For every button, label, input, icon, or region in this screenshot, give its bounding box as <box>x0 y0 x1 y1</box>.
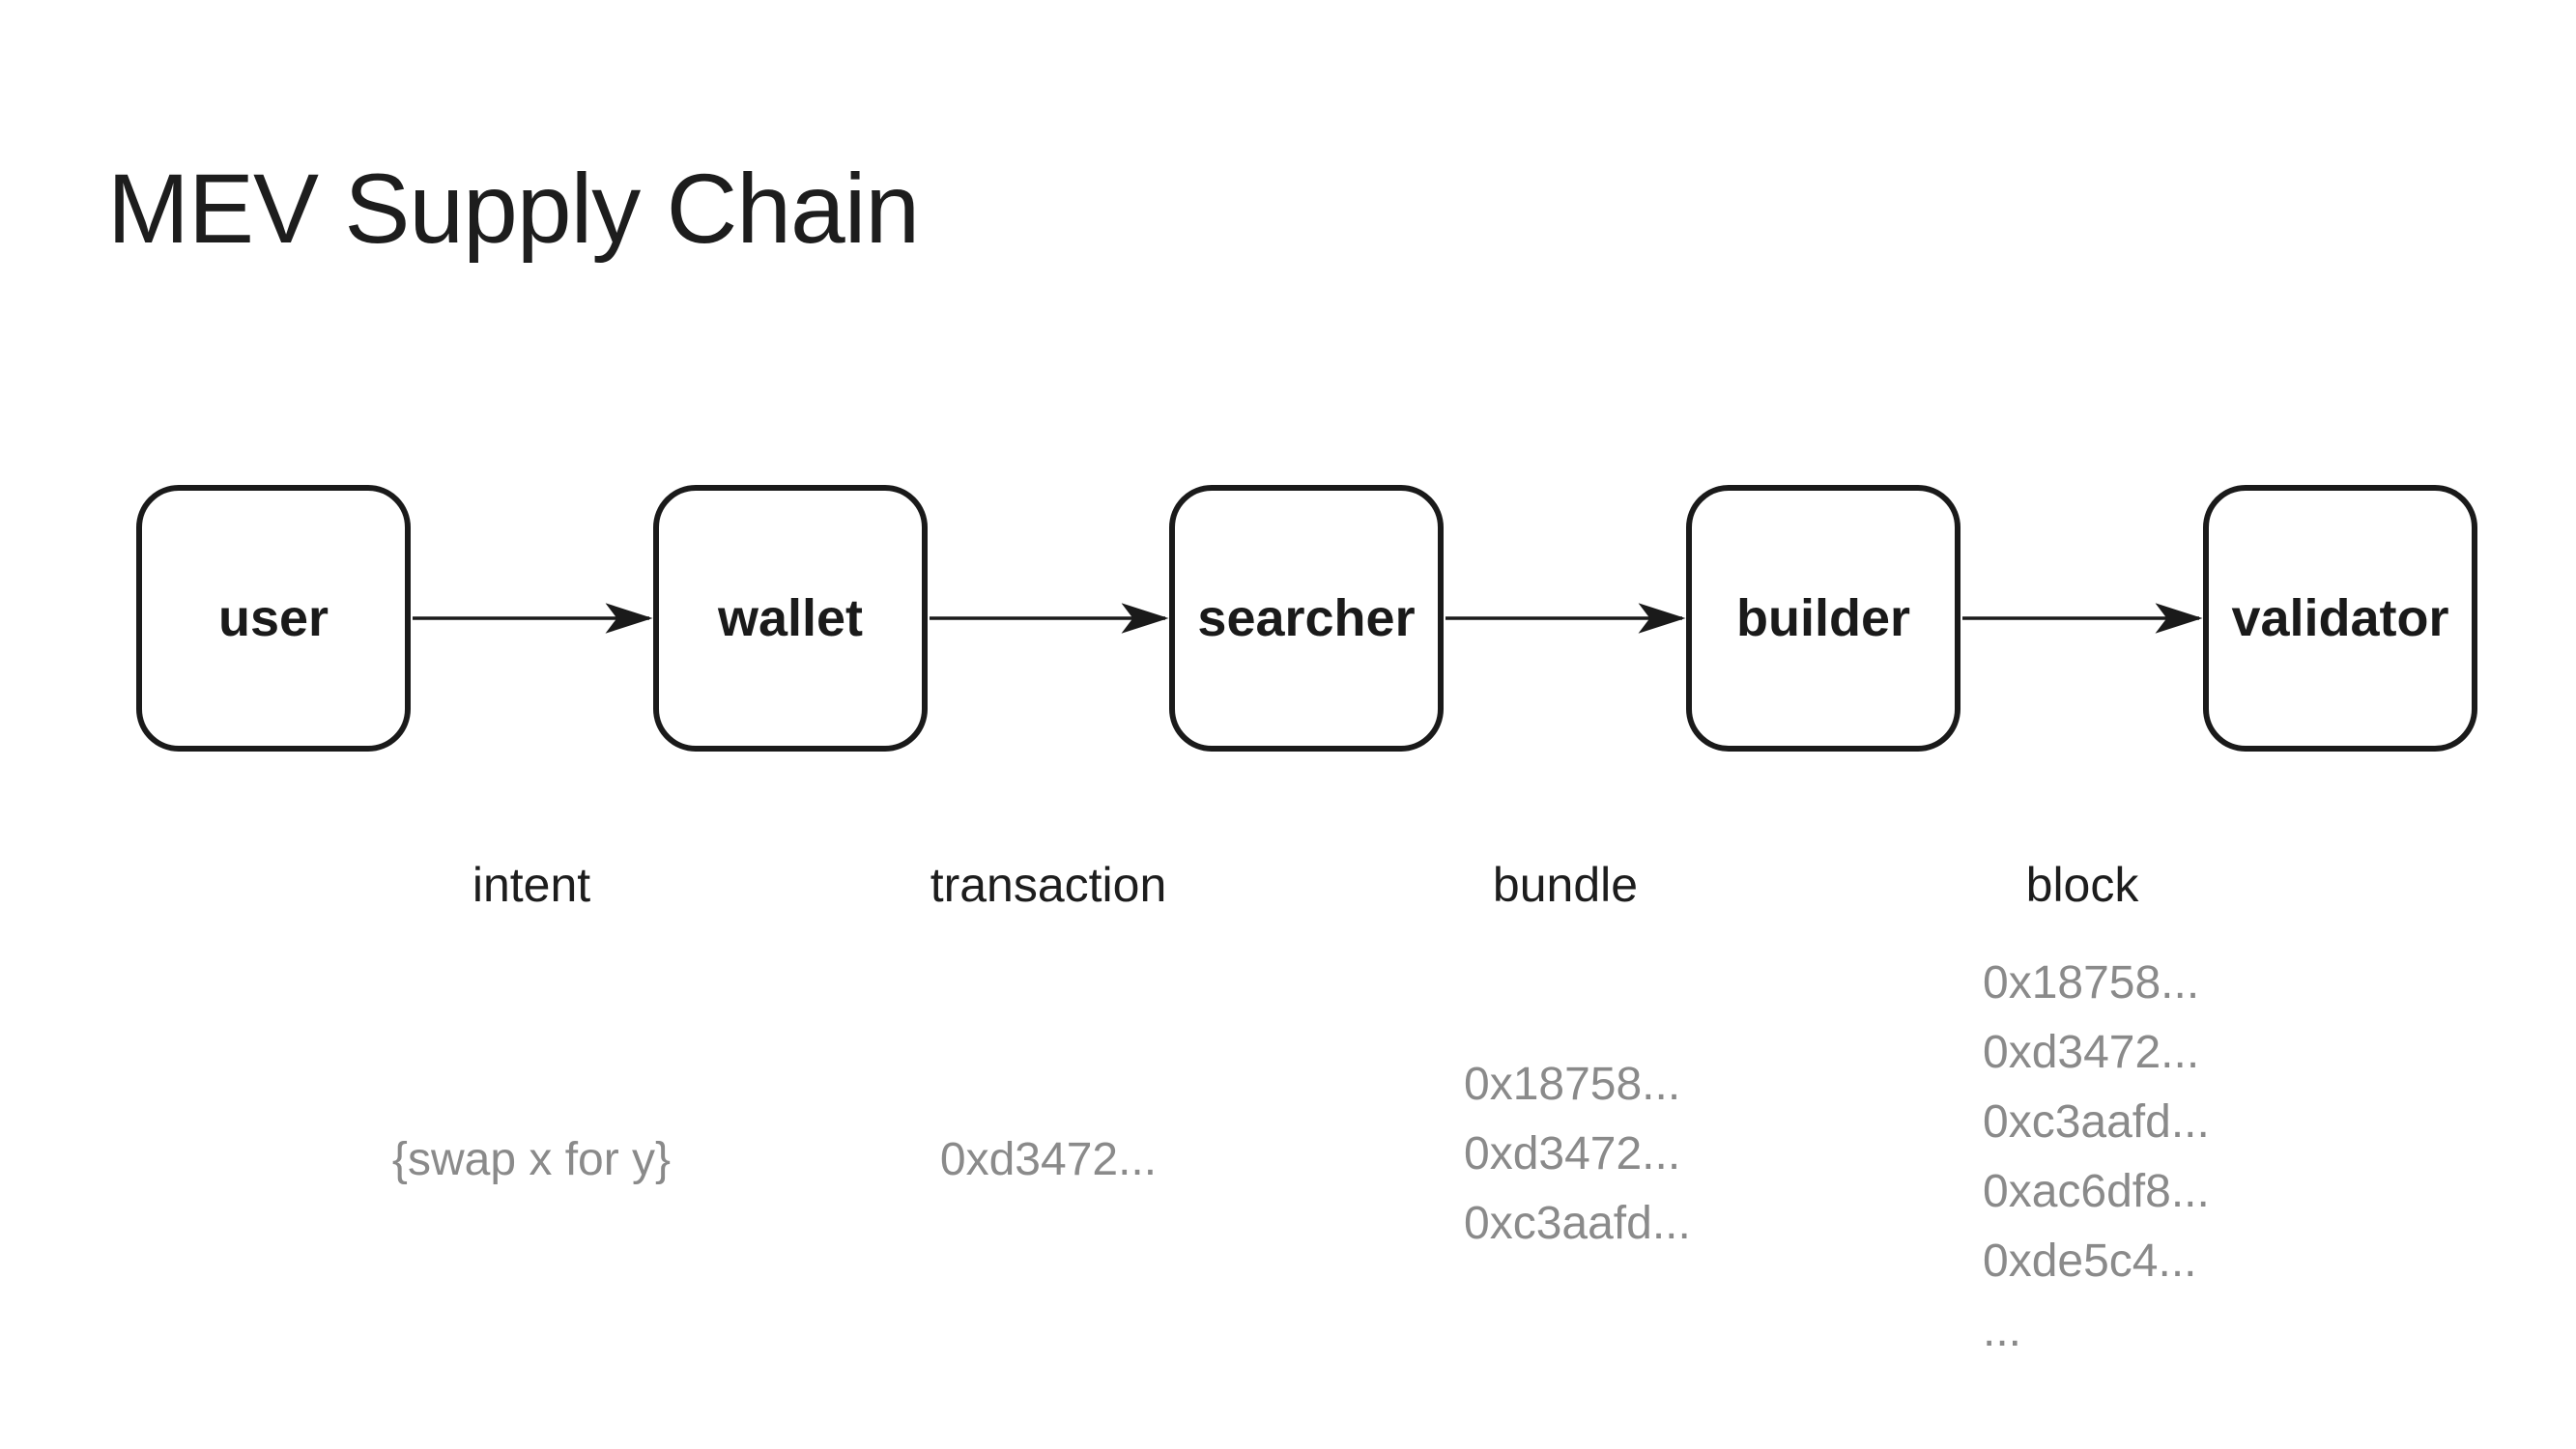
stage-box-wallet: wallet <box>653 485 928 752</box>
hash-line: ... <box>1983 1305 2022 1356</box>
payload-transaction: 0xd3472... <box>939 1134 1158 1185</box>
stage-box-builder: builder <box>1686 485 1961 752</box>
stage-box-searcher: searcher <box>1169 485 1444 752</box>
artifact-label-intent: intent <box>472 858 591 912</box>
stage-label-validator: validator <box>2231 589 2449 647</box>
page-title: MEV Supply Chain <box>107 154 920 264</box>
hash-line: 0x18758... <box>1983 957 2200 1009</box>
artifact-label-block: block <box>2025 858 2139 912</box>
hash-line: 0xd3472... <box>1464 1128 1681 1179</box>
stage-box-validator: validator <box>2203 485 2477 752</box>
stage-label-searcher: searcher <box>1197 589 1416 647</box>
payload-block-list: 0x18758... 0xd3472... 0xc3aafd... 0xac6d… <box>1983 949 2210 1366</box>
artifact-label-transaction: transaction <box>930 858 1167 912</box>
payload-bundle-list: 0x18758... 0xd3472... 0xc3aafd... <box>1464 1050 1691 1259</box>
payload-intent: {swap x for y} <box>391 1134 672 1185</box>
stage-label-wallet: wallet <box>717 589 864 647</box>
hash-line: 0xde5c4... <box>1983 1236 2197 1287</box>
hash-line: 0xd3472... <box>1983 1027 2200 1078</box>
stage-label-builder: builder <box>1735 589 1910 647</box>
stage-label-user: user <box>217 589 329 647</box>
hash-line: 0xc3aafd... <box>1464 1198 1691 1249</box>
hash-line: 0xc3aafd... <box>1983 1096 2210 1148</box>
hash-line: 0xac6df8... <box>1983 1166 2210 1217</box>
stage-box-user: user <box>136 485 411 752</box>
artifact-label-bundle: bundle <box>1492 858 1639 912</box>
hash-line: 0x18758... <box>1464 1059 1681 1110</box>
